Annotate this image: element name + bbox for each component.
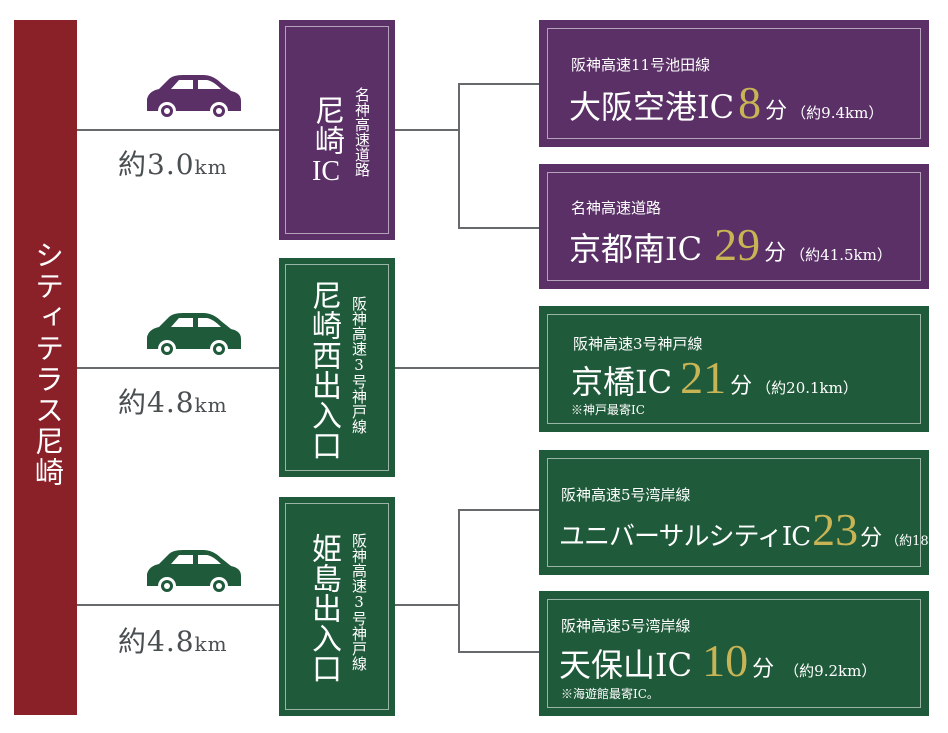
distance-unit: km <box>194 632 228 656</box>
connector-line-route-2 <box>77 367 279 369</box>
destination-distance: （約20.1km） <box>756 379 858 397</box>
destination-border <box>547 458 921 567</box>
destination-minutes-unit: 分 <box>752 657 775 682</box>
destination-border <box>547 28 921 139</box>
origin-bar: シティテラス尼崎 <box>14 20 77 715</box>
destination-minutes-unit: 分 <box>730 374 753 399</box>
destination-name: 京橋IC <box>571 363 673 401</box>
entry-name: 姫島出入口 <box>306 533 341 683</box>
entry-box-amagasaki-nishi: 尼崎西出入口 阪神高速3号神戸線 <box>279 258 395 477</box>
destination-minutes: 29 <box>714 219 761 270</box>
destination-minutes: 8 <box>738 77 762 128</box>
bracket-arm-1 <box>458 509 539 511</box>
destination-border <box>547 172 921 281</box>
destination-name: ユニバーサルシティIC <box>559 522 811 552</box>
distance-value: 約4.8 <box>118 625 195 658</box>
bracket-stem-route-3 <box>395 604 458 606</box>
destination-name: 大阪空港IC <box>569 88 735 126</box>
destination-info: 京橋IC 21 分 （約20.1km） <box>571 351 858 404</box>
destination-note: ※海遊館最寄IC。 <box>561 687 659 701</box>
destination-minutes-unit: 分 <box>764 241 787 266</box>
destination-distance: （約41.5km） <box>790 246 892 264</box>
destination-kyobashi-ic: 阪神高速3号神戸線 京橋IC 21 分 （約20.1km） ※神戸最寄IC <box>539 306 929 432</box>
bracket-stem-route-1 <box>395 129 458 131</box>
entry-box-himejima: 姫島出入口 阪神高速3号神戸線 <box>279 497 395 716</box>
destination-route: 阪神高速11号池田線 <box>571 56 711 74</box>
destination-info: 天保山IC 10 分 （約9.2km） <box>559 634 876 687</box>
destination-minutes: 23 <box>812 504 859 555</box>
distance-value: 約3.0 <box>118 148 195 181</box>
entry-box-amagasaki-ic: 尼崎 IC 名神高速道路 <box>279 20 395 240</box>
bracket-vertical-route-1 <box>458 83 460 227</box>
entry-name-line1: 尼崎 <box>309 95 344 155</box>
distance-label-route-1: 約3.0km <box>118 143 228 183</box>
connector-line-route-3 <box>77 604 279 606</box>
distance-label-route-3: 約4.8km <box>118 620 228 660</box>
origin-label: シティテラス尼崎 <box>30 240 65 488</box>
destination-minutes: 10 <box>702 635 749 686</box>
distance-unit: km <box>194 393 228 417</box>
entry-name-line2: IC <box>312 156 340 187</box>
car-icon <box>147 313 241 358</box>
connector-line-to-kyobashi <box>395 367 539 369</box>
entry-expressway: 阪神高速3号神戸線 <box>350 533 368 671</box>
destination-kyoto-minami-ic: 名神高速道路 京都南IC 29 分 （約41.5km） <box>539 164 929 289</box>
entry-box-border <box>285 503 389 710</box>
destination-minutes: 21 <box>680 352 727 403</box>
car-icon <box>147 75 241 120</box>
destination-route: 阪神高速5号湾岸線 <box>561 617 691 635</box>
destination-note: ※神戸最寄IC <box>571 403 645 417</box>
destination-route: 阪神高速5号湾岸線 <box>561 486 691 504</box>
destination-name: 天保山IC <box>559 646 693 684</box>
entry-box-border <box>285 264 389 471</box>
connector-line-route-1 <box>77 129 279 131</box>
destination-info: ユニバーサルシティIC 23 分 （約18.5km） <box>559 503 948 556</box>
destination-distance: （約9.4km） <box>791 104 884 122</box>
entry-expressway: 阪神高速3号神戸線 <box>350 296 368 434</box>
destination-distance: （約9.2km） <box>784 662 877 680</box>
destination-route: 名神高速道路 <box>571 199 662 217</box>
entry-expressway: 名神高速道路 <box>353 87 371 177</box>
destination-name: 京都南IC <box>569 230 703 268</box>
bracket-vertical-route-3 <box>458 509 460 652</box>
destination-route: 阪神高速3号神戸線 <box>573 335 703 353</box>
destination-tempozan-ic: 阪神高速5号湾岸線 天保山IC 10 分 （約9.2km） ※海遊館最寄IC。 <box>539 591 929 716</box>
destination-info: 大阪空港IC 8 分 （約9.4km） <box>569 76 883 129</box>
destination-distance: （約18.5km） <box>886 534 948 549</box>
entry-box-border <box>285 26 389 234</box>
entry-name: 尼崎 IC <box>306 95 346 189</box>
destination-border <box>547 599 921 708</box>
entry-name: 尼崎西出入口 <box>306 280 341 460</box>
destination-minutes-unit: 分 <box>765 99 788 124</box>
distance-unit: km <box>194 155 228 179</box>
destination-universal-city-ic: 阪神高速5号湾岸線 ユニバーサルシティIC 23 分 （約18.5km） <box>539 450 948 575</box>
bracket-arm-2 <box>458 651 539 653</box>
car-icon <box>147 550 241 595</box>
bracket-arm-2 <box>458 227 539 229</box>
destination-border <box>547 314 921 424</box>
distance-value: 約4.8 <box>118 386 195 419</box>
destination-info: 京都南IC 29 分 （約41.5km） <box>569 218 892 271</box>
destination-osaka-airport-ic: 阪神高速11号池田線 大阪空港IC 8 分 （約9.4km） <box>539 20 929 147</box>
destination-minutes-unit: 分 <box>860 526 883 551</box>
distance-label-route-2: 約4.8km <box>118 381 228 421</box>
bracket-arm-1 <box>458 83 539 85</box>
